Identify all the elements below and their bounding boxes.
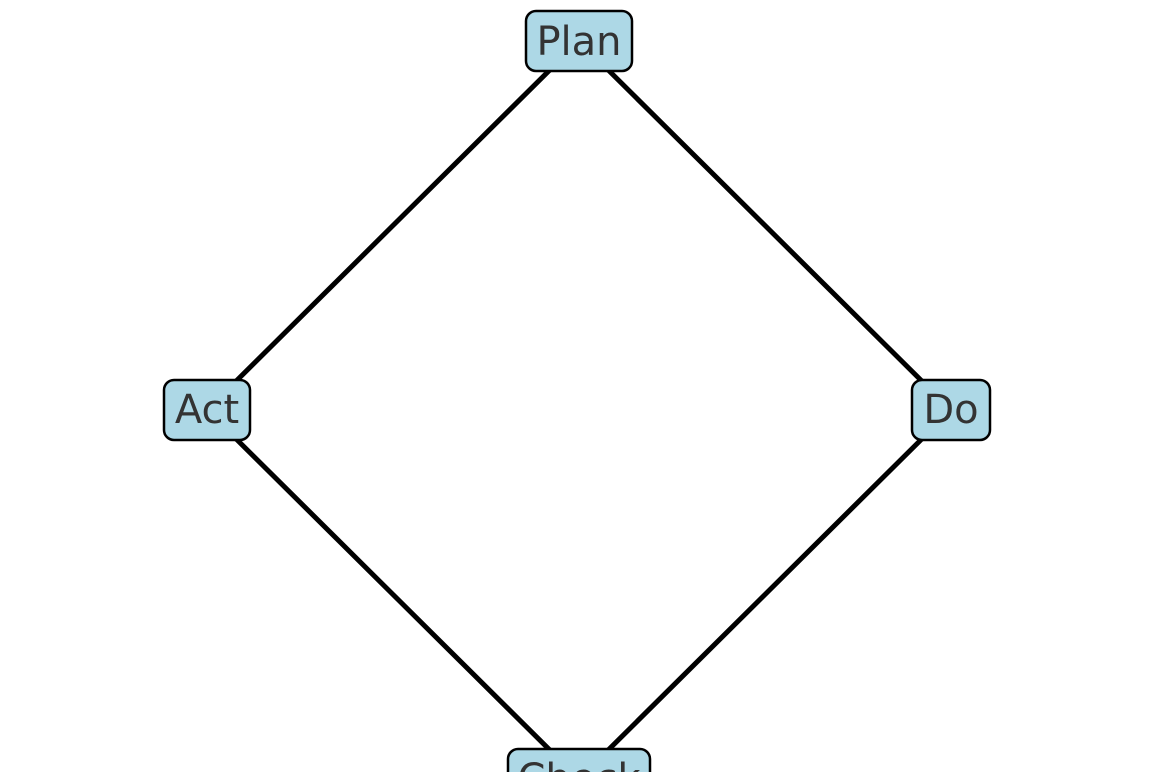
- node-act-box: [162, 378, 252, 442]
- edge-plan-do: [576, 38, 954, 413]
- edges-group: [204, 38, 954, 772]
- node-check-box: [506, 747, 652, 772]
- node-act: Act: [162, 378, 252, 442]
- edge-do-check: [582, 407, 954, 772]
- edge-act-plan: [204, 38, 582, 413]
- node-plan-label: Plan: [536, 19, 621, 65]
- node-do-box: [910, 378, 992, 442]
- node-check: Check: [506, 747, 652, 772]
- node-act-label: Act: [175, 387, 239, 433]
- node-plan: Plan: [524, 9, 634, 73]
- node-do-label: Do: [923, 387, 978, 433]
- node-plan-box: [524, 9, 634, 73]
- edge-check-act: [204, 407, 576, 772]
- node-check-label: Check: [517, 756, 641, 772]
- node-do: Do: [910, 378, 992, 442]
